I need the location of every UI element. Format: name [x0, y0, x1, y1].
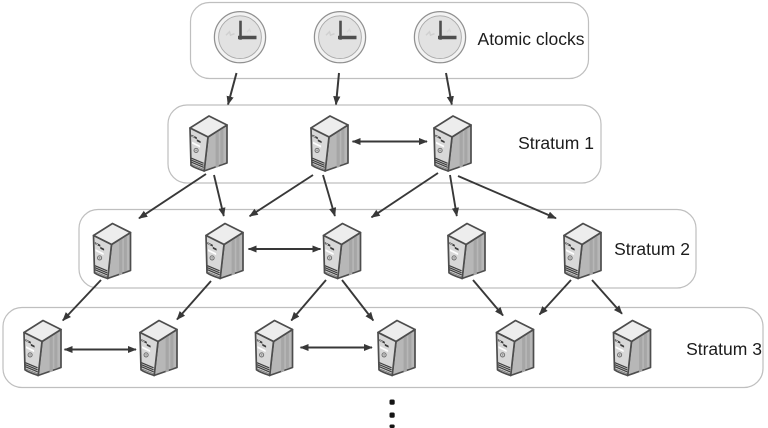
svg-text:Stratum 3: Stratum 3 — [686, 339, 762, 359]
svg-text:Stratum 1: Stratum 1 — [518, 133, 594, 153]
svg-text:Stratum 2: Stratum 2 — [614, 239, 690, 259]
svg-text:Atomic clocks: Atomic clocks — [478, 29, 585, 49]
